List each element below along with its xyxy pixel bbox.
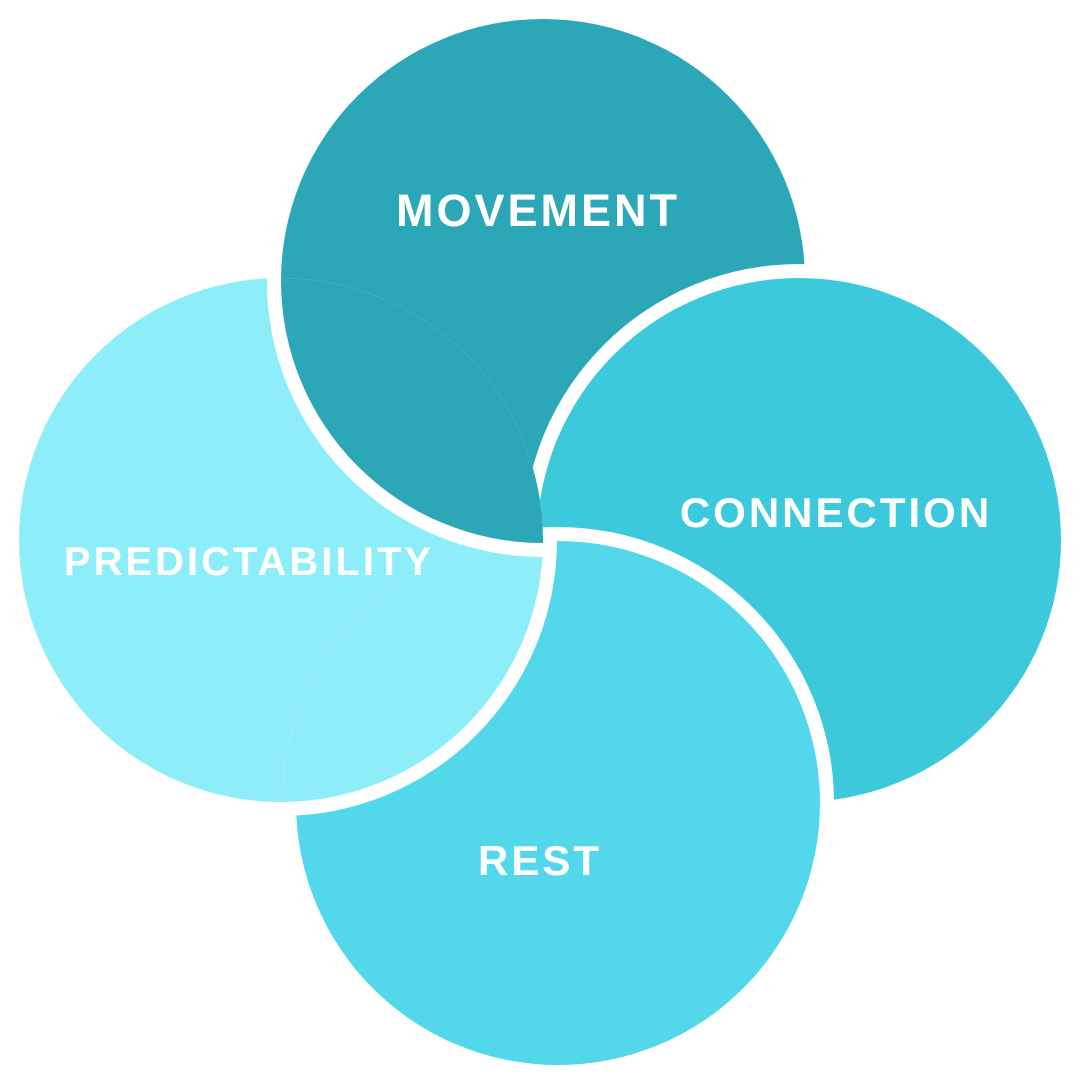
predictability-overlap-fill — [282, 527, 543, 802]
predictability-over-rest-overlap — [282, 527, 557, 816]
labels: MOVEMENT CONNECTION PREDICTABILITY REST — [64, 185, 992, 884]
label-connection: CONNECTION — [680, 489, 992, 536]
label-rest: REST — [478, 837, 602, 884]
label-predictability: PREDICTABILITY — [64, 540, 434, 584]
movement-over-predictability-overlap — [267, 278, 543, 557]
label-movement: MOVEMENT — [396, 185, 680, 236]
movement-overlap-fill — [281, 278, 543, 543]
